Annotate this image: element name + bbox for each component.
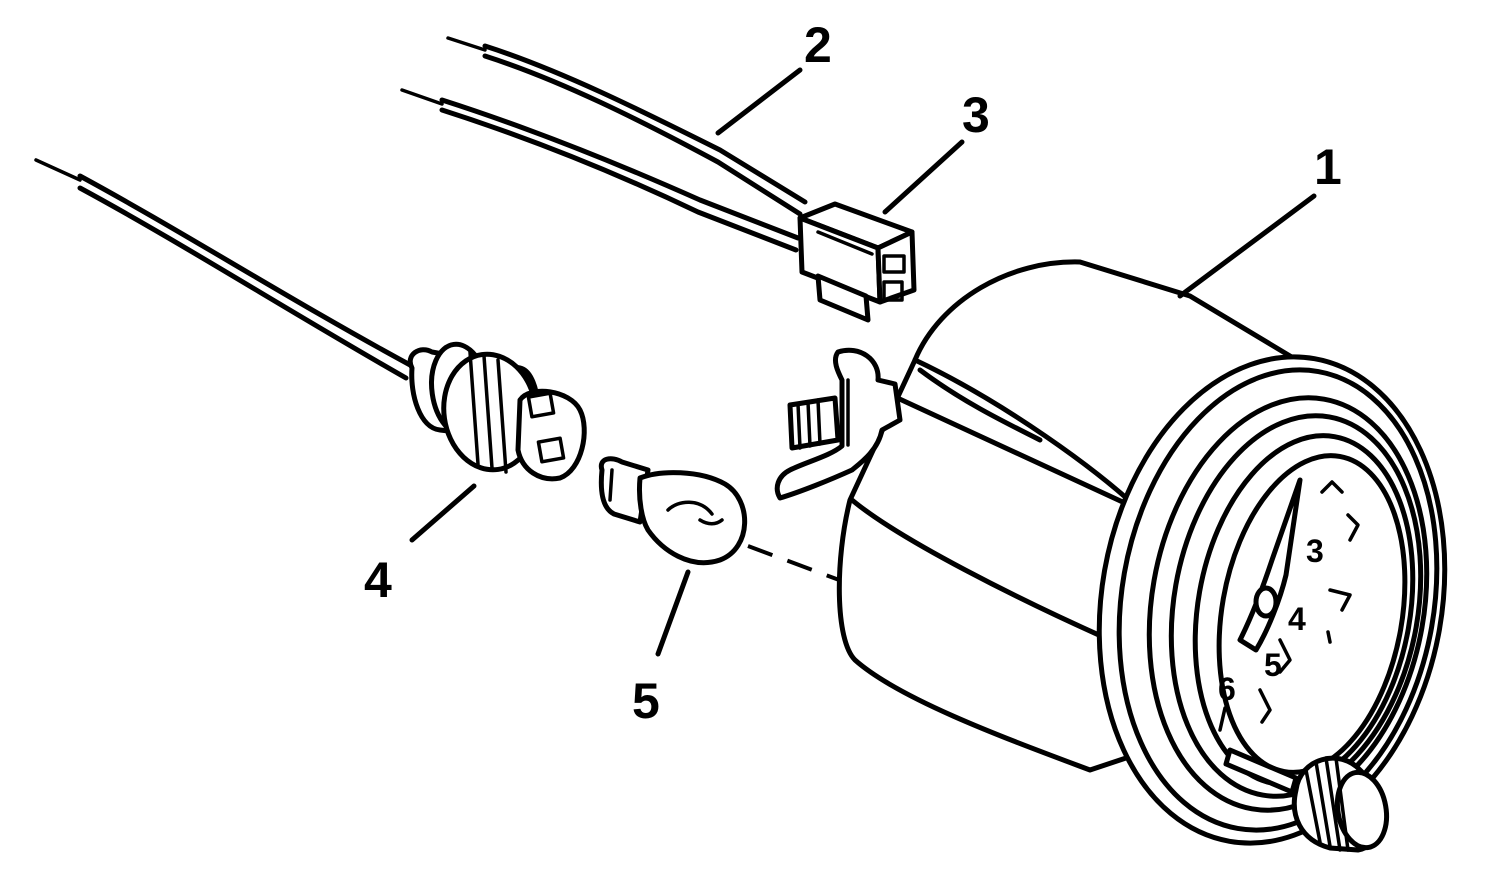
wire-harness-two-lead — [400, 36, 808, 253]
reset-knob — [1223, 747, 1390, 853]
callout-4: 4 — [364, 552, 392, 608]
callout-5: 5 — [632, 673, 660, 729]
dial-number-5: 5 — [1264, 647, 1282, 683]
bulb — [598, 456, 748, 566]
leader-line-3 — [882, 139, 965, 215]
callout-1: 1 — [1314, 139, 1342, 195]
callout-2: 2 — [804, 17, 832, 73]
dial-number-6: 6 — [1218, 671, 1236, 707]
gauge-assembly: 3 4 5 6 — [774, 259, 1448, 853]
leader-line-2 — [715, 67, 803, 136]
callout-labels: 1 2 3 4 5 — [364, 17, 1342, 729]
bulb-socket — [407, 341, 587, 482]
leader-line-5 — [655, 569, 691, 657]
assembly-axis-line — [747, 544, 851, 586]
callout-3: 3 — [962, 87, 990, 143]
gauge-needle — [1237, 477, 1303, 653]
socket-wire — [34, 158, 415, 381]
leader-line-1 — [1177, 193, 1317, 299]
dial-number-3: 3 — [1306, 533, 1324, 569]
dial-number-4: 4 — [1288, 601, 1306, 637]
leader-lines — [409, 67, 1317, 657]
leader-line-4 — [409, 483, 477, 543]
dial-scale: 3 4 5 6 — [1218, 480, 1360, 732]
wing-nut — [774, 347, 903, 501]
connector-plug — [797, 201, 917, 323]
